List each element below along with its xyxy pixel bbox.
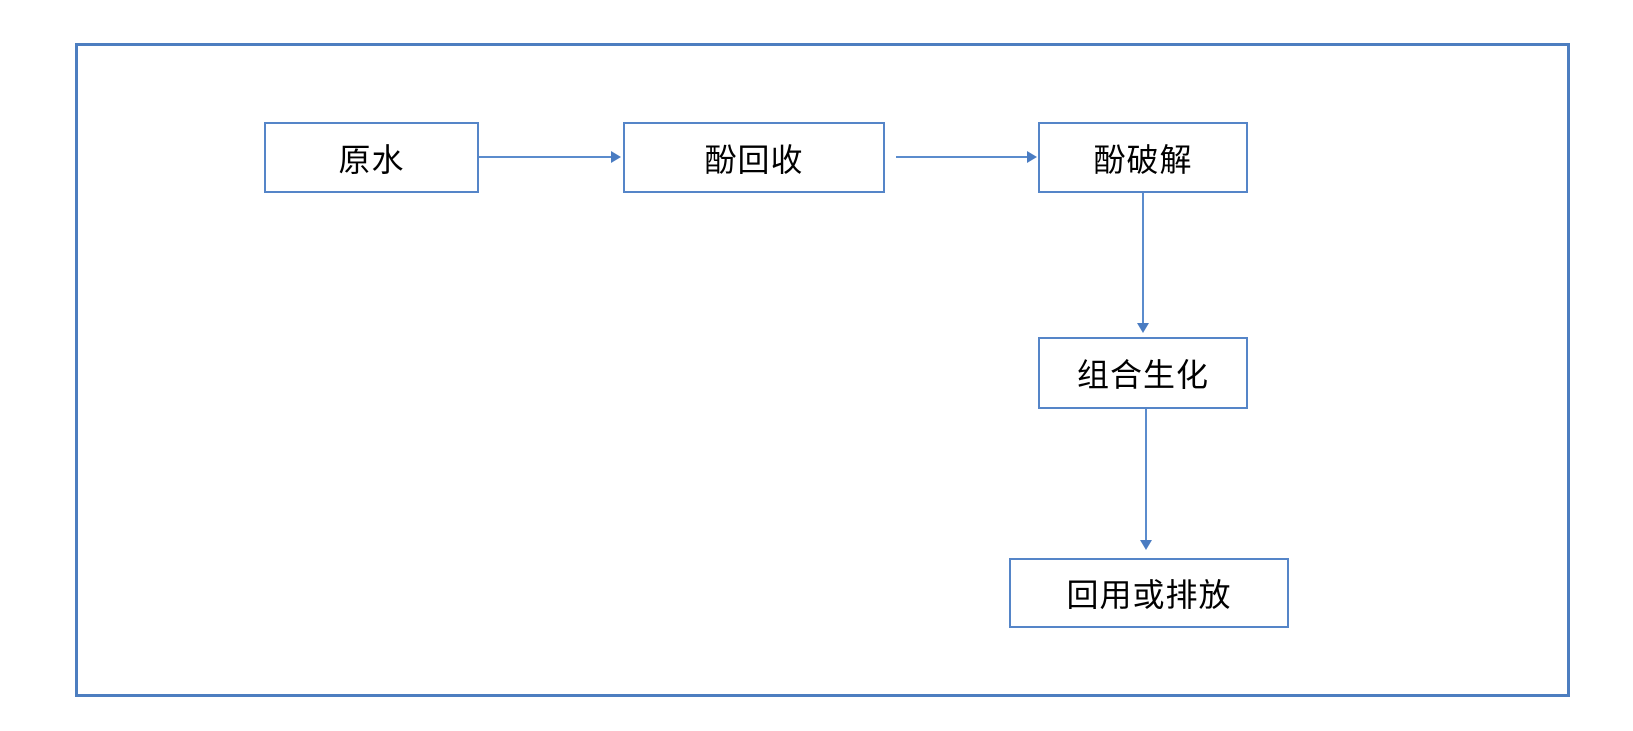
node-phenol-recovery-label: 酚回收 bbox=[704, 141, 804, 178]
arrow-head-down-icon bbox=[1137, 323, 1149, 333]
node-phenol-cracking-label: 酚破解 bbox=[1093, 141, 1193, 178]
node-combined-biochemical: 组合生化 bbox=[1038, 337, 1248, 409]
arrow-head-right-icon bbox=[1027, 151, 1037, 163]
node-phenol-recovery: 酚回收 bbox=[623, 122, 885, 193]
arrow-shaft bbox=[479, 156, 613, 158]
node-raw-water-label: 原水 bbox=[338, 141, 405, 178]
arrow-head-right-icon bbox=[611, 151, 621, 163]
node-phenol-cracking: 酚破解 bbox=[1038, 122, 1248, 193]
node-combined-biochemical-label: 组合生化 bbox=[1076, 357, 1209, 393]
arrow-raw-water-to-phenol-recovery bbox=[479, 151, 621, 163]
diagram-frame bbox=[75, 43, 1570, 697]
arrow-combined-biochemical-to-reuse-or-discharge bbox=[1140, 409, 1152, 550]
arrow-shaft bbox=[1142, 193, 1144, 325]
node-reuse-or-discharge-label: 回用或排放 bbox=[1066, 577, 1232, 613]
arrow-phenol-cracking-to-combined-biochemical bbox=[1137, 193, 1149, 333]
arrow-phenol-recovery-to-phenol-cracking bbox=[896, 151, 1037, 163]
arrow-shaft bbox=[1145, 409, 1147, 542]
node-raw-water: 原水 bbox=[264, 122, 479, 193]
arrow-head-down-icon bbox=[1140, 540, 1152, 550]
node-reuse-or-discharge: 回用或排放 bbox=[1009, 558, 1289, 628]
arrow-shaft bbox=[896, 156, 1029, 158]
